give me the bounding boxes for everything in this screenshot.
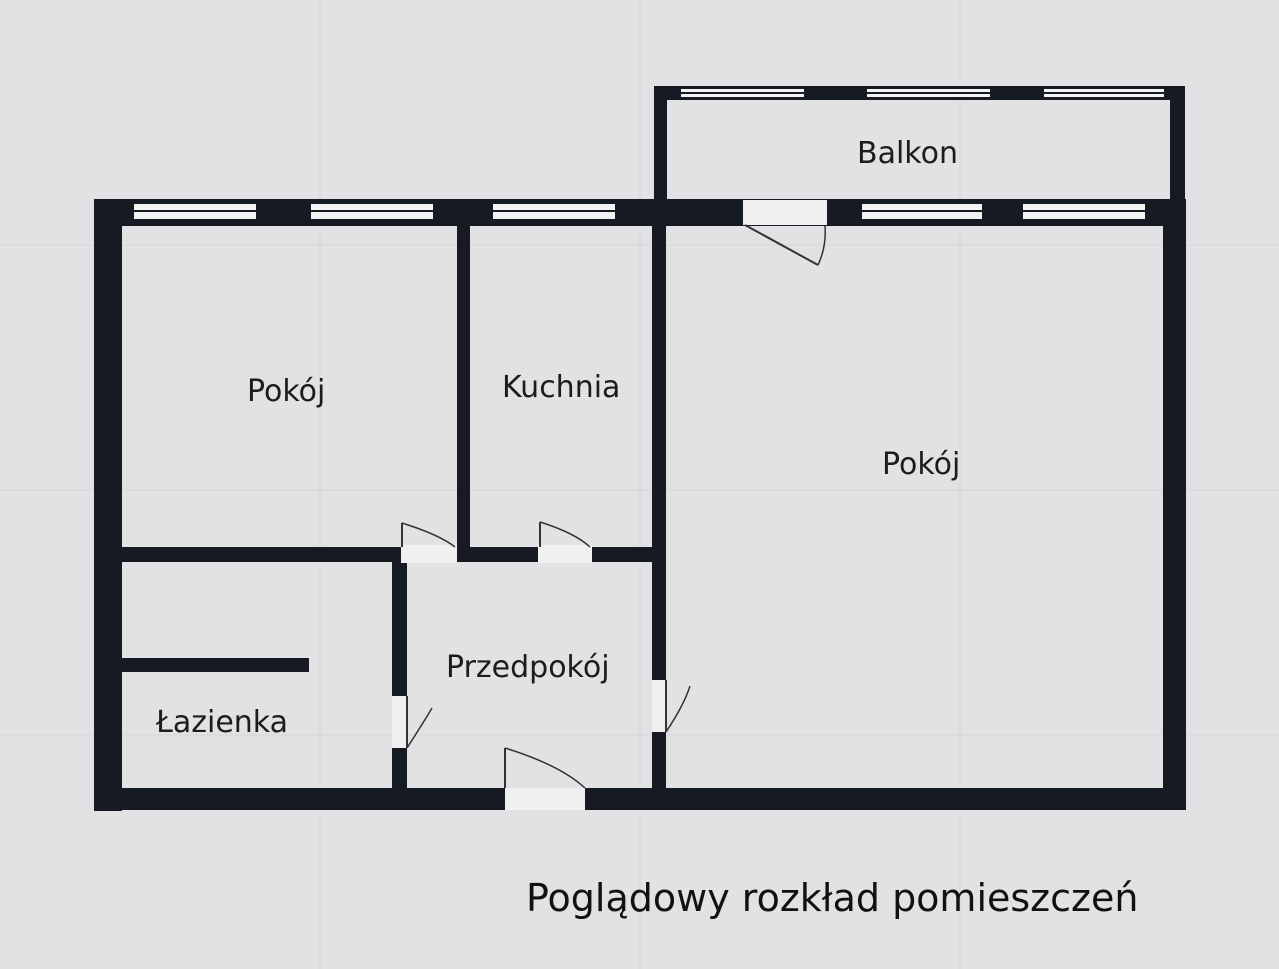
plan-caption: Poglądowy rozkład pomieszczeń — [526, 876, 1138, 920]
room-label-pokoj-left: Pokój — [247, 374, 325, 409]
room-label-pokoj-right: Pokój — [882, 447, 960, 482]
windows — [132, 87, 1166, 221]
wall-lazienka-przedpokoj — [392, 560, 407, 800]
wall-outer-right — [1163, 205, 1186, 810]
wall-horizontal-middle — [120, 547, 665, 562]
wall-balcony-right — [1170, 86, 1185, 214]
wall-outer-left — [94, 199, 122, 811]
room-label-kuchnia: Kuchnia — [502, 370, 620, 405]
wall-kuchnia-pokoj — [652, 222, 666, 802]
room-label-balkon: Balkon — [857, 136, 958, 171]
wall-outer-top — [94, 199, 1186, 226]
wall-outer-bottom — [104, 788, 1172, 810]
room-label-przedpokoj: Przedpokój — [446, 650, 610, 685]
room-label-lazienka: Łazienka — [155, 705, 288, 740]
walls — [94, 86, 1186, 811]
doors — [392, 200, 827, 810]
wall-pokoj-kuchnia — [457, 222, 470, 560]
wall-lazienka-partition — [120, 658, 309, 672]
wall-balcony-left — [654, 86, 667, 216]
